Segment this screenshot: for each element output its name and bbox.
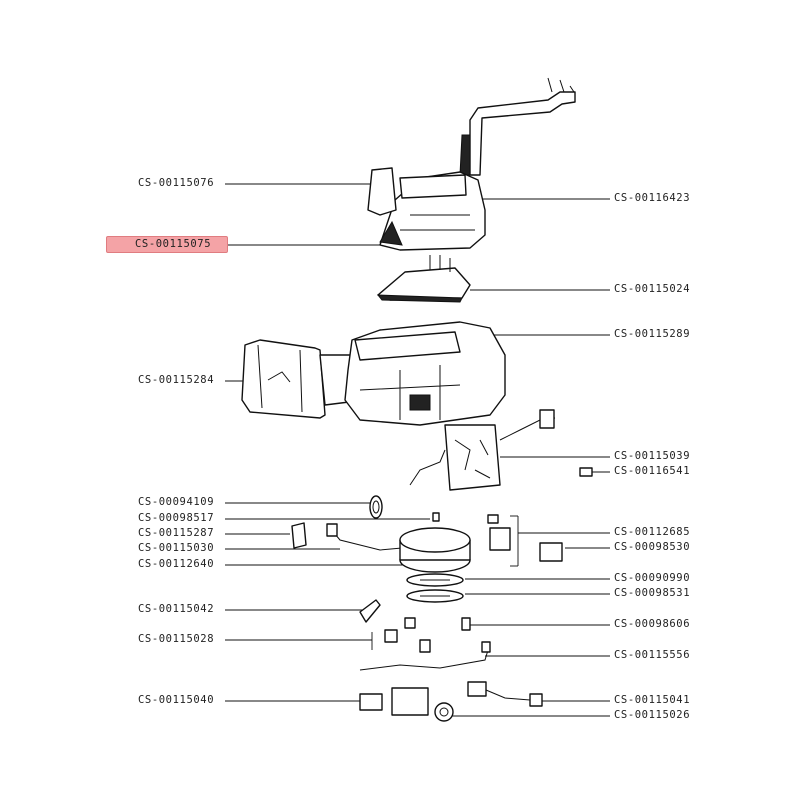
iron-hose bbox=[459, 77, 576, 176]
boiler bbox=[399, 527, 471, 603]
part-label-cs-00094109[interactable]: CS-00094109 bbox=[138, 496, 215, 508]
part-label-cs-00115028[interactable]: CS-00115028 bbox=[138, 633, 215, 645]
base-housing bbox=[344, 321, 506, 426]
part-label-cs-00090990[interactable]: CS-00090990 bbox=[614, 572, 691, 584]
part-label-cs-00115287[interactable]: CS-00115287 bbox=[138, 527, 215, 539]
part-label-cs-00115040[interactable]: CS-00115040 bbox=[138, 694, 215, 706]
control-board bbox=[409, 409, 593, 491]
part-label-cs-00116423[interactable]: CS-00116423 bbox=[614, 192, 691, 204]
part-label-cs-00115075[interactable]: CS-00115075 bbox=[106, 236, 229, 253]
small-parts bbox=[291, 495, 440, 551]
lower-parts bbox=[359, 599, 543, 722]
soleplate bbox=[376, 255, 471, 303]
iron-body bbox=[367, 167, 486, 251]
part-label-cs-00098530[interactable]: CS-00098530 bbox=[614, 541, 691, 553]
part-label-cs-00112685[interactable]: CS-00112685 bbox=[614, 526, 691, 538]
part-label-cs-00115284[interactable]: CS-00115284 bbox=[138, 374, 215, 386]
part-label-cs-00116541[interactable]: CS-00116541 bbox=[614, 465, 691, 477]
part-label-cs-00115041[interactable]: CS-00115041 bbox=[614, 694, 691, 706]
part-label-cs-00115030[interactable]: CS-00115030 bbox=[138, 542, 215, 554]
part-label-cs-00115556[interactable]: CS-00115556 bbox=[614, 649, 691, 661]
part-label-cs-00115289[interactable]: CS-00115289 bbox=[614, 328, 691, 340]
part-label-cs-00115024[interactable]: CS-00115024 bbox=[614, 283, 691, 295]
part-label-cs-00115076[interactable]: CS-00115076 bbox=[138, 177, 215, 189]
part-label-cs-00115039[interactable]: CS-00115039 bbox=[614, 450, 691, 462]
part-label-cs-00098517[interactable]: CS-00098517 bbox=[138, 512, 215, 524]
part-label-cs-00115026[interactable]: CS-00115026 bbox=[614, 709, 691, 721]
solenoid-valves bbox=[487, 514, 563, 562]
leader-lines bbox=[225, 183, 610, 717]
part-label-cs-00115042[interactable]: CS-00115042 bbox=[138, 603, 215, 615]
part-label-cs-00098606[interactable]: CS-00098606 bbox=[614, 618, 691, 630]
part-label-cs-00098531[interactable]: CS-00098531 bbox=[614, 587, 691, 599]
part-label-cs-00112640[interactable]: CS-00112640 bbox=[138, 558, 215, 570]
